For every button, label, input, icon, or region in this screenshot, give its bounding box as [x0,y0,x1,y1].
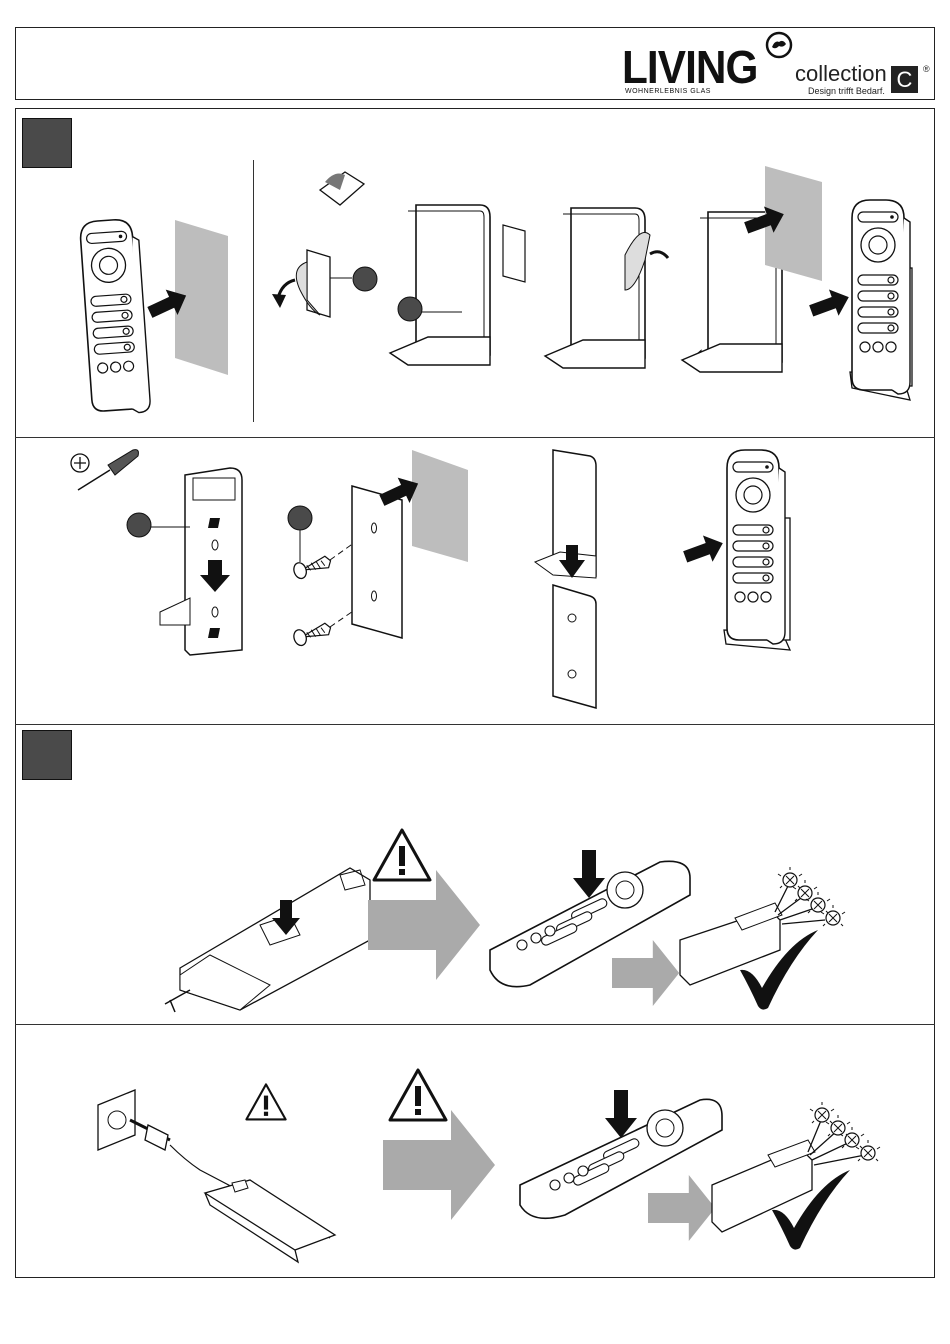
screw-icon [288,450,468,647]
arrow-icon [368,870,480,980]
led-controller-icon [165,868,370,1012]
remote-pairing-power [520,1090,880,1250]
screwdriver-icon [71,450,138,490]
warning-icon [374,830,430,880]
remote-control-icon [806,200,912,400]
remote-in-holder [680,450,790,650]
warning-icon [246,1084,285,1119]
adhesive-pad-icon [272,172,377,317]
warning-icon [390,1070,446,1120]
wall-holder-icon [390,205,716,366]
arrow-icon [383,1110,495,1220]
power-socket-icon [98,1090,170,1150]
holder-screw-mount [127,468,242,655]
power-plug-icon [170,1145,335,1262]
holder-peel-step [545,208,668,368]
holder-to-wall-step [682,166,822,372]
remote-pairing [490,850,845,1010]
holder-clip-step [535,450,596,708]
step1-remote-to-wall [79,218,228,416]
